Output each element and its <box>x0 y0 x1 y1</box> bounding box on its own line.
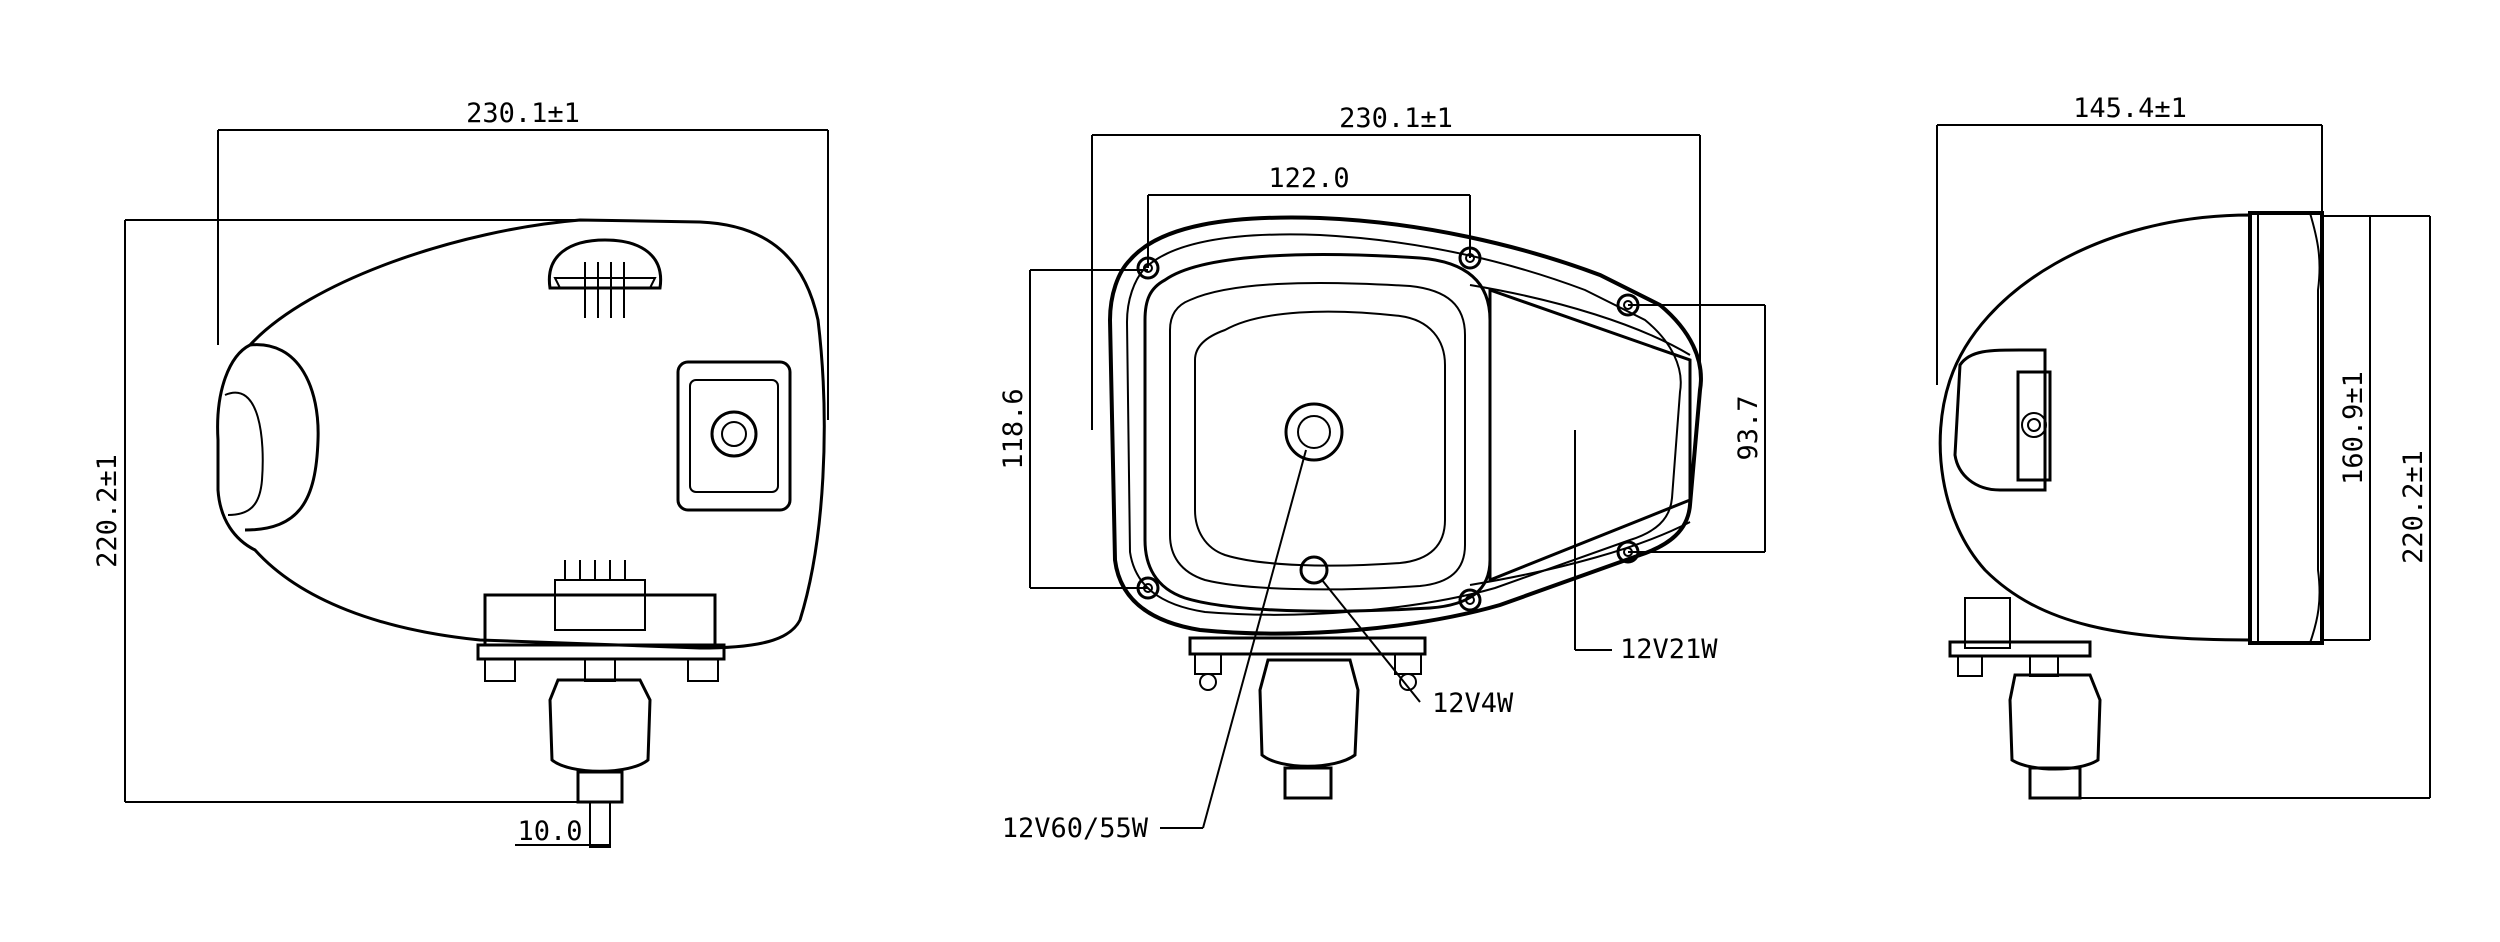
left-grip-inner <box>224 391 264 516</box>
view-center-front: 230.1±1 122.0 118.6 93.7 12V60/55W <box>998 103 1766 844</box>
side-adjuster <box>1953 348 2052 492</box>
side-lamp-bottom-strip <box>1469 521 1691 586</box>
dim-width-left-text: 230.1±1 <box>466 98 580 129</box>
side-bottom-bracket <box>1948 597 2102 800</box>
dim-stem: 10.0 <box>515 816 610 847</box>
lens-housing-outer <box>1107 215 1703 636</box>
dim-lens-height-text: 160.9±1 <box>2338 371 2369 485</box>
dim-total-height: 220.2±1 <box>2080 215 2431 799</box>
main-bulb-outer <box>1284 402 1344 462</box>
leader-side-bulb: 12V21W <box>1574 430 1718 665</box>
leader-main-bulb: 12V60/55W <box>1002 449 1307 844</box>
lens-housing-inner-1 <box>1125 233 1682 616</box>
dim-lens-height: 160.9±1 <box>2322 215 2371 641</box>
dim-left-height-text: 118.6 <box>998 388 1029 469</box>
dim-hole-span: 122.0 <box>1147 163 1471 268</box>
view-left-rear: 230.1±1 220.2±1 10.0 <box>92 98 829 848</box>
side-housing <box>1938 213 2252 642</box>
view-right-side: 145.4±1 160.9±1 220.2±1 <box>1936 93 2431 800</box>
dim-width-center: 230.1±1 <box>1091 103 1701 430</box>
bottom-bracket <box>476 560 726 848</box>
main-bulb-inner <box>1297 415 1331 449</box>
reflector <box>1194 310 1446 567</box>
top-connector <box>547 238 663 318</box>
center-bottom-bracket <box>1188 636 1427 800</box>
dim-stem-text: 10.0 <box>517 816 582 847</box>
dim-left-height: 118.6 <box>998 269 1148 589</box>
dim-width-left: 230.1±1 <box>217 98 829 420</box>
dim-width-center-text: 230.1±1 <box>1339 103 1453 134</box>
side-lens-edge <box>2309 212 2321 644</box>
dim-right-height: 93.7 <box>1628 304 1766 553</box>
side-lamp-top-strip <box>1469 284 1691 356</box>
label-main-bulb: 12V60/55W <box>1002 813 1149 844</box>
dim-height-left-text: 220.2±1 <box>92 454 123 568</box>
side-lens-rim <box>2248 211 2324 645</box>
lens-face <box>1169 281 1466 591</box>
label-small-bulb: 12V4W <box>1432 688 1514 719</box>
dim-hole-span-text: 122.0 <box>1268 163 1349 194</box>
housing-outline <box>216 218 826 650</box>
dim-total-height-text: 220.2±1 <box>2398 450 2429 564</box>
dim-depth-text: 145.4±1 <box>2073 93 2187 124</box>
dim-height-left: 220.2±1 <box>92 219 600 803</box>
small-bulb <box>1299 555 1329 585</box>
dim-depth: 145.4±1 <box>1936 93 2323 385</box>
screws-center <box>1136 246 1640 612</box>
adjuster-box <box>676 360 792 512</box>
dim-right-height-text: 93.7 <box>1733 395 1764 460</box>
side-lamp-section <box>1488 287 1692 583</box>
left-grip <box>244 343 320 532</box>
lens-frame <box>1143 252 1492 613</box>
label-side-bulb: 12V21W <box>1620 634 1718 665</box>
leader-small-bulb: 12V4W <box>1321 579 1514 719</box>
